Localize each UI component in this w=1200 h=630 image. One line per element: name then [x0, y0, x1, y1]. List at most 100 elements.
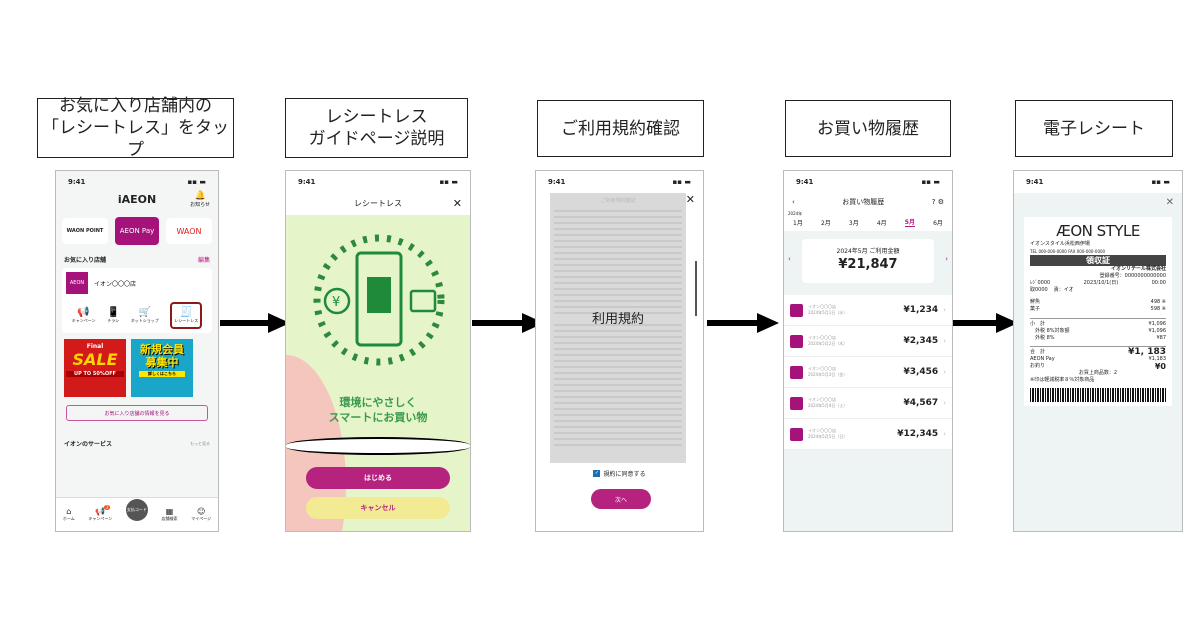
nav-pay-code[interactable]: 支払コード [125, 498, 148, 521]
row-amount: ¥3,456 [903, 367, 939, 377]
aeon-pay-card[interactable]: AEON Pay [115, 217, 159, 245]
nav-store-search[interactable]: ▦店舗検索 [162, 507, 178, 522]
banner-text: 新規会員募集中 [140, 343, 184, 369]
notice-label: お知らせ [190, 202, 210, 208]
prev-month-icon[interactable]: ‹ [788, 255, 791, 263]
more-link[interactable]: もっと見る [190, 440, 210, 446]
close-icon[interactable]: ✕ [452, 197, 462, 210]
scrollbar[interactable] [695, 261, 697, 316]
wave-break [286, 437, 470, 455]
agree-checkbox[interactable]: ✓規約に同意する [536, 469, 703, 478]
campaign-action[interactable]: 📢キャンペーン [72, 307, 96, 324]
nav-mypage[interactable]: ☺マイページ [191, 507, 211, 522]
row-store: イオン〇〇〇店 [808, 304, 836, 309]
month-tab[interactable]: 5月 [904, 219, 915, 227]
monthly-summary: ‹ 2024年5月 ご利用金額 ¥21,847 › [788, 239, 948, 283]
waon-point-card[interactable]: WAON POINT [62, 218, 108, 244]
arrow-icon [220, 313, 290, 333]
banner-text: UP TO 50%OFF [66, 371, 124, 377]
row-amount: ¥2,345 [903, 336, 939, 346]
arrow-icon [707, 313, 779, 333]
status-bar: 9:41▪▪ ▬ [286, 171, 470, 193]
change-label: お釣り [1030, 363, 1046, 369]
receipt: ÆON STYLE イオンスタイル浜松西伊場 TEL 000-000-0000 … [1024, 217, 1172, 406]
flyer-action[interactable]: 📱チラシ [107, 307, 119, 324]
edit-link[interactable]: 編集 [197, 257, 210, 264]
terms-document[interactable]: ご利用規約確認 利用規約 [550, 193, 686, 463]
waon-card[interactable]: WAON [166, 218, 212, 244]
month-tab[interactable]: 1月 [793, 219, 803, 227]
month-tab[interactable]: 3月 [848, 219, 859, 227]
summary-label: 2024年5月 ご利用金額 [836, 248, 900, 255]
signal-icon: ▪▪ ▬ [1151, 178, 1170, 186]
row-store: イオン〇〇〇店 [808, 397, 836, 402]
cancel-button[interactable]: キャンセル [306, 497, 450, 519]
chevron-right-icon: › [943, 337, 946, 345]
pay-label: AEON Pay [1030, 356, 1055, 362]
megaphone-icon: 📢 [77, 307, 90, 318]
doc-title: ご利用規約確認 [600, 198, 636, 204]
action-label: キャンペーン [71, 318, 96, 323]
item-name: 菓子 [1030, 306, 1041, 312]
summary-amount: ¥21,847 [838, 257, 898, 272]
close-icon[interactable]: ✕ [1165, 197, 1174, 208]
next-button[interactable]: 次へ [591, 489, 651, 509]
close-icon[interactable]: ✕ [685, 193, 695, 206]
row-store: イオン〇〇〇店 [808, 335, 836, 340]
month-tab[interactable]: 6月 [933, 219, 943, 227]
receipt-icon: 🧾 [180, 307, 193, 318]
fav-header: お気に入り店舗 [64, 257, 107, 264]
agree-label: 規約に同意する [603, 471, 646, 478]
step-4-label: お買い物履歴 [785, 100, 951, 157]
start-button[interactable]: はじめる [306, 467, 450, 489]
nav-home[interactable]: ⌂ホーム [63, 507, 75, 522]
row-amount: ¥12,345 [897, 429, 939, 439]
label-line: ご利用規約確認 [561, 118, 680, 139]
tax-label: 外税 8% [1035, 335, 1055, 341]
register: ﾚｼﾞ0000 [1030, 280, 1051, 286]
month-tab[interactable]: 4月 [876, 219, 887, 227]
month-tab[interactable]: 2月 [820, 219, 831, 227]
chevron-right-icon: › [943, 399, 946, 407]
store-name: イオン〇〇〇店 [94, 280, 137, 288]
item-name: 鮮魚 [1030, 299, 1041, 305]
notice-button[interactable]: 🔔お知らせ [190, 191, 210, 208]
signal-icon: ▪▪ ▬ [921, 178, 940, 186]
terms-overlay-title: 利用規約 [550, 313, 686, 326]
brand-logo: ÆON STYLE [1056, 222, 1140, 240]
item-price: 498 ※ [1150, 299, 1166, 305]
store-row[interactable]: AEON イオン〇〇〇店 [66, 272, 208, 294]
checkbox-checked-icon: ✓ [593, 470, 601, 477]
headline: スマートにお買い物 [328, 411, 428, 424]
aeon-logo [790, 334, 803, 348]
signal-icon: ▪▪ ▬ [439, 178, 458, 186]
transaction-no: 取0000 [1030, 287, 1048, 293]
subtotal: ¥1,096 [1148, 321, 1167, 327]
badge: 3 [103, 505, 111, 510]
banner-text: Final [86, 343, 104, 350]
aeon-logo: AEON [66, 272, 88, 294]
label-line: ガイドページ説明 [308, 129, 445, 149]
row-store: イオン〇〇〇店 [808, 428, 836, 433]
company: イオンリテール株式会社 [1110, 266, 1166, 272]
netshop-action[interactable]: 🛒ネットショップ [131, 307, 159, 324]
fav-info-button[interactable]: お気に入り店舗の情報を見る [66, 405, 208, 421]
help-settings-icons[interactable]: ? ⚙ [931, 198, 944, 206]
screen-home: 9:41▪▪ ▬ iAEON 🔔お知らせ WAON POINT AEON Pay… [55, 170, 219, 532]
action-label: チラシ [107, 318, 120, 323]
tax-note: ※印は軽減税率８％対象商品 [1030, 377, 1095, 383]
member-banner[interactable]: 新規会員募集中詳しくはこちら [131, 339, 193, 397]
receiptless-action[interactable]: 🧾レシートレス [170, 302, 203, 329]
next-month-icon[interactable]: › [945, 255, 948, 263]
year-label: 2024年 [788, 211, 803, 216]
aeon-logo [790, 396, 803, 410]
svg-text:¥: ¥ [332, 295, 340, 310]
back-icon[interactable]: ‹ [792, 198, 795, 206]
